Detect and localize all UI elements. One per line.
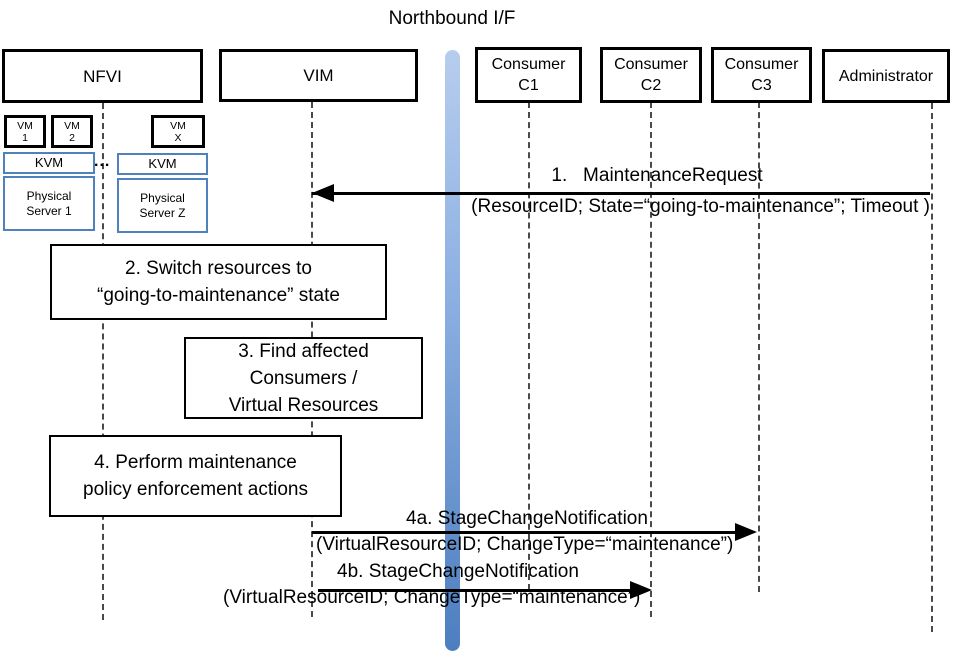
message4a-arrow-line xyxy=(312,531,739,534)
lifeline-nfvi xyxy=(102,103,104,620)
actor-consumer-c1: Consumer C1 xyxy=(475,47,582,103)
step3-label-line3: Virtual Resources xyxy=(228,394,379,416)
actor-consumer-c2-label-line1: Consumer xyxy=(614,56,688,73)
kvm2-label: KVM xyxy=(148,156,177,171)
lifeline-consumer-c1 xyxy=(528,102,530,590)
actor-vim-label: VIM xyxy=(303,66,334,85)
kvm2-box: KVM xyxy=(117,153,208,175)
message1-title: 1. MaintenanceRequest xyxy=(551,165,763,186)
actor-consumer-c1-label-line1: Consumer xyxy=(491,56,566,73)
message4b-title: 4b. StageChangeNotification xyxy=(337,561,579,582)
vm2-box: VM 2 xyxy=(51,115,93,148)
vmx-label-line1: VM xyxy=(170,119,186,132)
lifeline-consumer-c2 xyxy=(650,102,652,617)
actor-administrator-label: Administrator xyxy=(838,67,934,85)
message4b-arrow-line xyxy=(318,589,632,592)
physical-server-z-box: Physical Server Z xyxy=(117,178,208,233)
physical-server-1-label-line2: Server 1 xyxy=(26,203,72,218)
physical-server-1-box: Physical Server 1 xyxy=(3,176,95,231)
step3-label-line2: Consumers / xyxy=(249,367,358,389)
step4-label-line2: policy enforcement actions xyxy=(83,479,308,500)
vm2-label-line2: 2 xyxy=(69,131,75,144)
actor-consumer-c3: Consumer C3 xyxy=(711,47,812,103)
vmx-box: VM X xyxy=(151,115,205,148)
vm1-label-line2: 1 xyxy=(22,131,28,144)
lifeline-administrator xyxy=(931,103,933,632)
message4a-arrowhead-icon xyxy=(735,523,757,541)
message4b-params: (VirtualResourceID; ChangeType=“maintena… xyxy=(223,587,641,608)
actor-consumer-c1-label-line2: C1 xyxy=(518,77,539,94)
actor-consumer-c2: Consumer C2 xyxy=(600,47,702,103)
step3-label-line1: 3. Find affected xyxy=(238,340,369,362)
message4b-arrowhead-icon xyxy=(630,581,652,599)
message4a-title: 4a. StageChangeNotification xyxy=(406,508,648,529)
physical-server-z-label-line1: Physical xyxy=(140,190,185,205)
northbound-interface-bar xyxy=(445,50,460,651)
physical-server-1-label-line1: Physical xyxy=(26,188,72,203)
kvm1-box: KVM xyxy=(3,152,95,174)
vm1-label-line1: VM xyxy=(17,119,33,132)
step4-label-line1: 4. Perform maintenance xyxy=(94,452,297,473)
message1-arrow-line xyxy=(312,192,930,195)
step2-label-line1: 2. Switch resources to xyxy=(125,258,312,279)
actor-nfvi-label: NFVI xyxy=(83,66,122,86)
actor-administrator: Administrator xyxy=(822,49,950,103)
actor-nfvi: NFVI xyxy=(2,49,203,103)
vmx-label-line2: X xyxy=(174,131,182,144)
step4-box: 4. Perform maintenance policy enforcemen… xyxy=(49,435,342,517)
message1-arrowhead-icon xyxy=(312,184,334,202)
ellipsis-dots: ... xyxy=(94,153,111,170)
message1-params: (ResourceID; State=“going-to-maintenance… xyxy=(471,196,930,217)
actor-vim: VIM xyxy=(219,49,418,102)
vm1-box: VM 1 xyxy=(4,115,46,148)
step2-box: 2. Switch resources to “going-to-mainten… xyxy=(50,244,387,320)
step3-box: 3. Find affected Consumers / Virtual Res… xyxy=(184,337,423,419)
actor-consumer-c2-label-line2: C2 xyxy=(640,77,662,94)
step2-label-line2: “going-to-maintenance” state xyxy=(97,285,340,306)
diagram-title: Northbound I/F xyxy=(388,8,516,29)
vm2-label-line1: VM xyxy=(64,119,80,132)
actor-consumer-c3-label-line2: C3 xyxy=(751,77,772,94)
actor-consumer-c3-label-line1: Consumer xyxy=(724,56,799,73)
lifeline-consumer-c3 xyxy=(758,102,760,592)
message4a-params: (VirtualResourceID; ChangeType=“maintena… xyxy=(316,534,734,555)
physical-server-z-label-line2: Server Z xyxy=(139,205,186,220)
kvm1-label: KVM xyxy=(34,155,64,170)
